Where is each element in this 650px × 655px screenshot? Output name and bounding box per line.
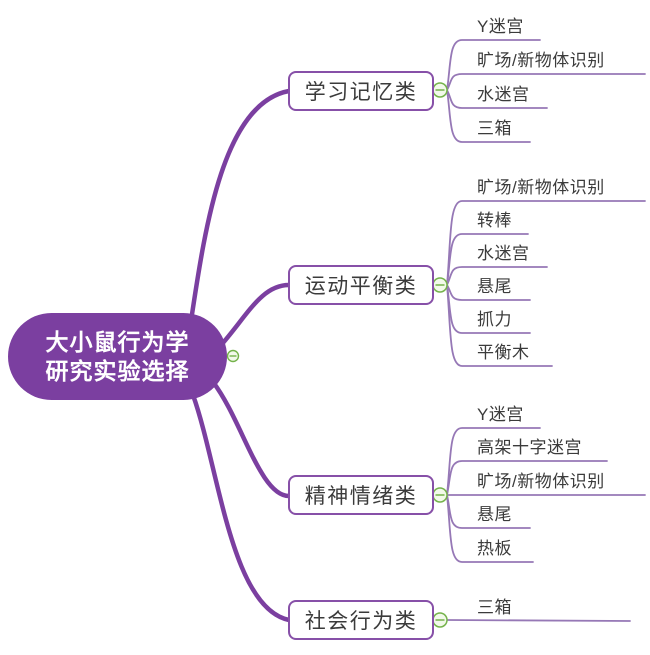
leaf-curve <box>446 494 534 563</box>
leaf-node[interactable]: Y迷宫 <box>477 405 524 424</box>
leaf-connector-curves <box>446 39 646 622</box>
branch-node-motor-balance[interactable]: 运动平衡类 <box>288 265 434 305</box>
leaf-curve <box>446 284 531 301</box>
branch-label: 运动平衡类 <box>304 275 418 298</box>
leaf-node[interactable]: 旷场/新物体识别 <box>477 51 605 70</box>
leaf-node[interactable]: 三箱 <box>477 119 512 138</box>
branch-node-learning-memory[interactable]: 学习记忆类 <box>288 71 434 111</box>
leaf-node[interactable]: 悬尾 <box>477 277 512 296</box>
branch-node-mental-emotion[interactable]: 精神情绪类 <box>288 475 434 515</box>
collapse-icon-motor-balance[interactable] <box>432 277 448 293</box>
leaf-node[interactable]: 三箱 <box>477 598 512 617</box>
root-label-line2: 研究实验选择 <box>45 357 190 384</box>
leaf-curve <box>446 89 531 143</box>
leaf-node[interactable]: 平衡木 <box>477 343 530 362</box>
leaf-node[interactable]: 抓力 <box>477 310 512 329</box>
leaf-curve <box>446 619 631 622</box>
branch-label: 学习记忆类 <box>304 81 418 104</box>
root-label-line1: 大小鼠行为学 <box>45 328 190 355</box>
leaf-curve <box>446 73 646 91</box>
leaf-node[interactable]: 水迷宫 <box>477 244 530 263</box>
leaf-curve <box>446 284 553 367</box>
leaf-node[interactable]: 旷场/新物体识别 <box>477 178 605 197</box>
leaf-curve <box>446 89 548 109</box>
collapse-icons <box>226 82 448 628</box>
leaf-node[interactable]: 转棒 <box>477 211 512 230</box>
root-node[interactable]: 大小鼠行为学 研究实验选择 <box>8 313 227 400</box>
branch-curve-motor-balance <box>219 282 292 347</box>
collapse-icon-root[interactable] <box>226 349 240 363</box>
branch-curve-learning-memory <box>188 88 292 324</box>
leaf-curve <box>446 266 548 286</box>
leaf-curve <box>446 460 608 496</box>
branch-label: 社会行为类 <box>304 610 418 633</box>
leaf-curve <box>446 39 541 91</box>
leaf-node[interactable]: 旷场/新物体识别 <box>477 472 605 491</box>
leaf-curve <box>446 233 529 286</box>
branch-label: 精神情绪类 <box>304 485 418 508</box>
collapse-icon-social-behavior[interactable] <box>432 612 448 628</box>
root-branch-curves <box>188 88 292 623</box>
branch-node-social-behavior[interactable]: 社会行为类 <box>288 600 434 640</box>
branch-curve-social-behavior <box>190 392 292 623</box>
collapse-icon-mental-emotion[interactable] <box>432 487 448 503</box>
leaf-node[interactable]: 热板 <box>477 539 512 558</box>
leaf-node[interactable]: 高架十字迷宫 <box>477 438 582 457</box>
branch-curve-mental-emotion <box>210 379 292 499</box>
leaf-node[interactable]: 水迷宫 <box>477 85 530 104</box>
leaf-node[interactable]: Y迷宫 <box>477 17 524 36</box>
leaf-node[interactable]: 悬尾 <box>477 505 512 524</box>
collapse-icon-learning-memory[interactable] <box>432 82 448 98</box>
